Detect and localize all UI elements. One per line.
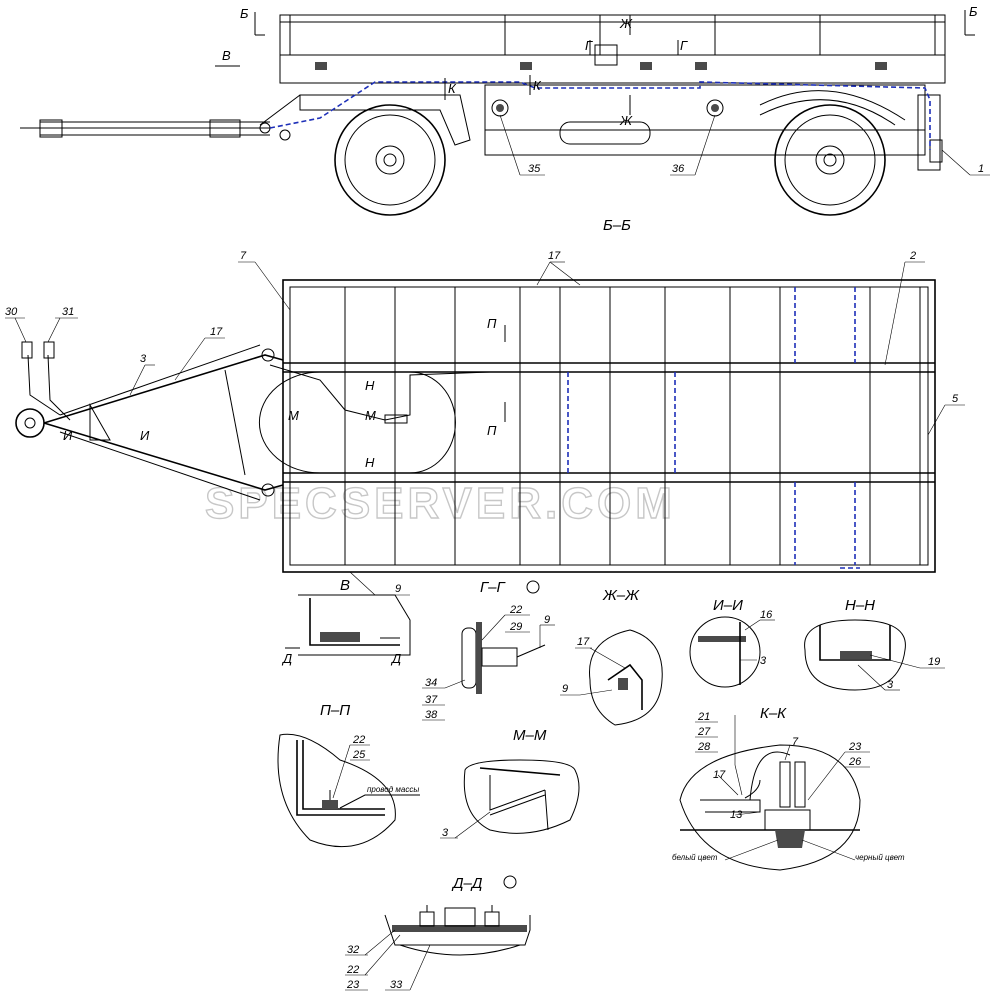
section-kk: К–К 21 27 28 7 23 26 17 13 белый цвет че… (672, 705, 905, 871)
cut-mark-d-right: Д (390, 651, 401, 666)
section-dd: Д–Д 32 22 23 33 (345, 875, 531, 991)
detail-v: В Д Д (281, 577, 411, 666)
callout-3-mm: 3 (442, 827, 449, 839)
cut-mark-m-right: М (365, 408, 376, 423)
section-title-bb: Б–Б (603, 217, 631, 234)
callout-32: 32 (347, 944, 359, 956)
callout-16: 16 (760, 609, 773, 621)
cut-mark-zh-top: Ж (619, 16, 633, 31)
callout-7: 7 (240, 250, 247, 262)
callout-17-zhzh: 17 (577, 636, 590, 648)
cut-mark-b-right: Б (969, 4, 978, 19)
section-title-pp: П–П (320, 702, 350, 719)
callout-25: 25 (352, 749, 366, 761)
section-title-zhzh: Ж–Ж (602, 587, 640, 604)
callout-26: 26 (848, 756, 862, 768)
callout-19: 19 (928, 656, 940, 668)
callout-38: 38 (425, 709, 438, 721)
callout-34: 34 (425, 677, 437, 689)
callout-31: 31 (62, 306, 74, 318)
cut-mark-m-left: М (288, 408, 299, 423)
callout-2: 2 (909, 250, 916, 262)
callout-17-top: 17 (548, 250, 561, 262)
callout-5: 5 (952, 393, 959, 405)
section-zhzh: Ж–Ж 17 9 (560, 587, 663, 726)
cut-mark-p-bottom: П (487, 423, 497, 438)
callout-23-kk: 23 (848, 741, 862, 753)
callout-29: 29 (509, 621, 522, 633)
cut-mark-i-left: И (63, 428, 73, 443)
callout-28: 28 (697, 741, 711, 753)
cut-mark-g-left: Г (585, 38, 593, 53)
callout-9-gg: 9 (544, 614, 550, 626)
section-title-ii: И–И (713, 597, 743, 614)
section-title-dd: Д–Д (451, 875, 483, 892)
callout-27: 27 (697, 726, 711, 738)
callout-33: 33 (390, 979, 403, 991)
section-title-mm: М–М (513, 727, 547, 744)
section-title-kk: К–К (760, 705, 787, 722)
plan-view: П П Н Н М М И И 7 17 2 5 9 17 3 30 (5, 250, 965, 596)
section-mm: М–М 3 (440, 727, 580, 839)
callout-35: 35 (528, 163, 541, 175)
note-white-color: белый цвет (672, 853, 718, 862)
callout-9-zhzh: 9 (562, 683, 568, 695)
callout-21: 21 (697, 711, 710, 723)
cut-mark-v: В (222, 48, 231, 63)
callout-3-ii: 3 (760, 655, 767, 667)
callout-22-dd: 22 (346, 964, 359, 976)
cut-mark-d-left: Д (281, 651, 292, 666)
callout-23-dd: 23 (346, 979, 360, 991)
callout-30: 30 (5, 306, 18, 318)
section-pp: П–П 22 25 провод массы (277, 702, 420, 848)
note-black-color: черный цвет (855, 853, 905, 862)
cut-mark-g-right: Г (680, 38, 688, 53)
cut-mark-i-right: И (140, 428, 150, 443)
cut-mark-n-top: Н (365, 378, 375, 393)
section-gg: Г–Г 22 29 9 34 37 38 (422, 579, 555, 721)
callout-36: 36 (672, 163, 685, 175)
callout-37: 37 (425, 694, 438, 706)
note-ground-wire: провод массы (367, 785, 419, 794)
cut-mark-zh-bottom: Ж (619, 113, 633, 128)
callout-1: 1 (978, 163, 984, 175)
callout-3-plan: 3 (140, 353, 147, 365)
section-title-gg: Г–Г (480, 579, 507, 596)
section-title-v: В (340, 577, 350, 594)
section-title-nn: Н–Н (845, 597, 875, 614)
callout-22-gg: 22 (509, 604, 522, 616)
cut-mark-p-top: П (487, 316, 497, 331)
callout-3-nn: 3 (887, 679, 894, 691)
callout-7-kk: 7 (792, 736, 799, 748)
section-ii: И–И 16 3 (689, 597, 775, 688)
side-view: Б Б В Г Г Ж Ж К К 35 36 1 (20, 4, 990, 216)
cut-mark-k-left: К (448, 81, 457, 96)
callout-13: 13 (730, 809, 743, 821)
callout-22-pp: 22 (352, 734, 365, 746)
cut-mark-b-left: Б (240, 6, 249, 21)
callout-17-plan: 17 (210, 326, 223, 338)
callout-9: 9 (395, 583, 401, 595)
cut-mark-k-right: К (533, 78, 542, 93)
cut-mark-n-bottom: Н (365, 455, 375, 470)
callout-17-kk: 17 (713, 769, 726, 781)
section-nn: Н–Н 19 3 (804, 597, 945, 691)
